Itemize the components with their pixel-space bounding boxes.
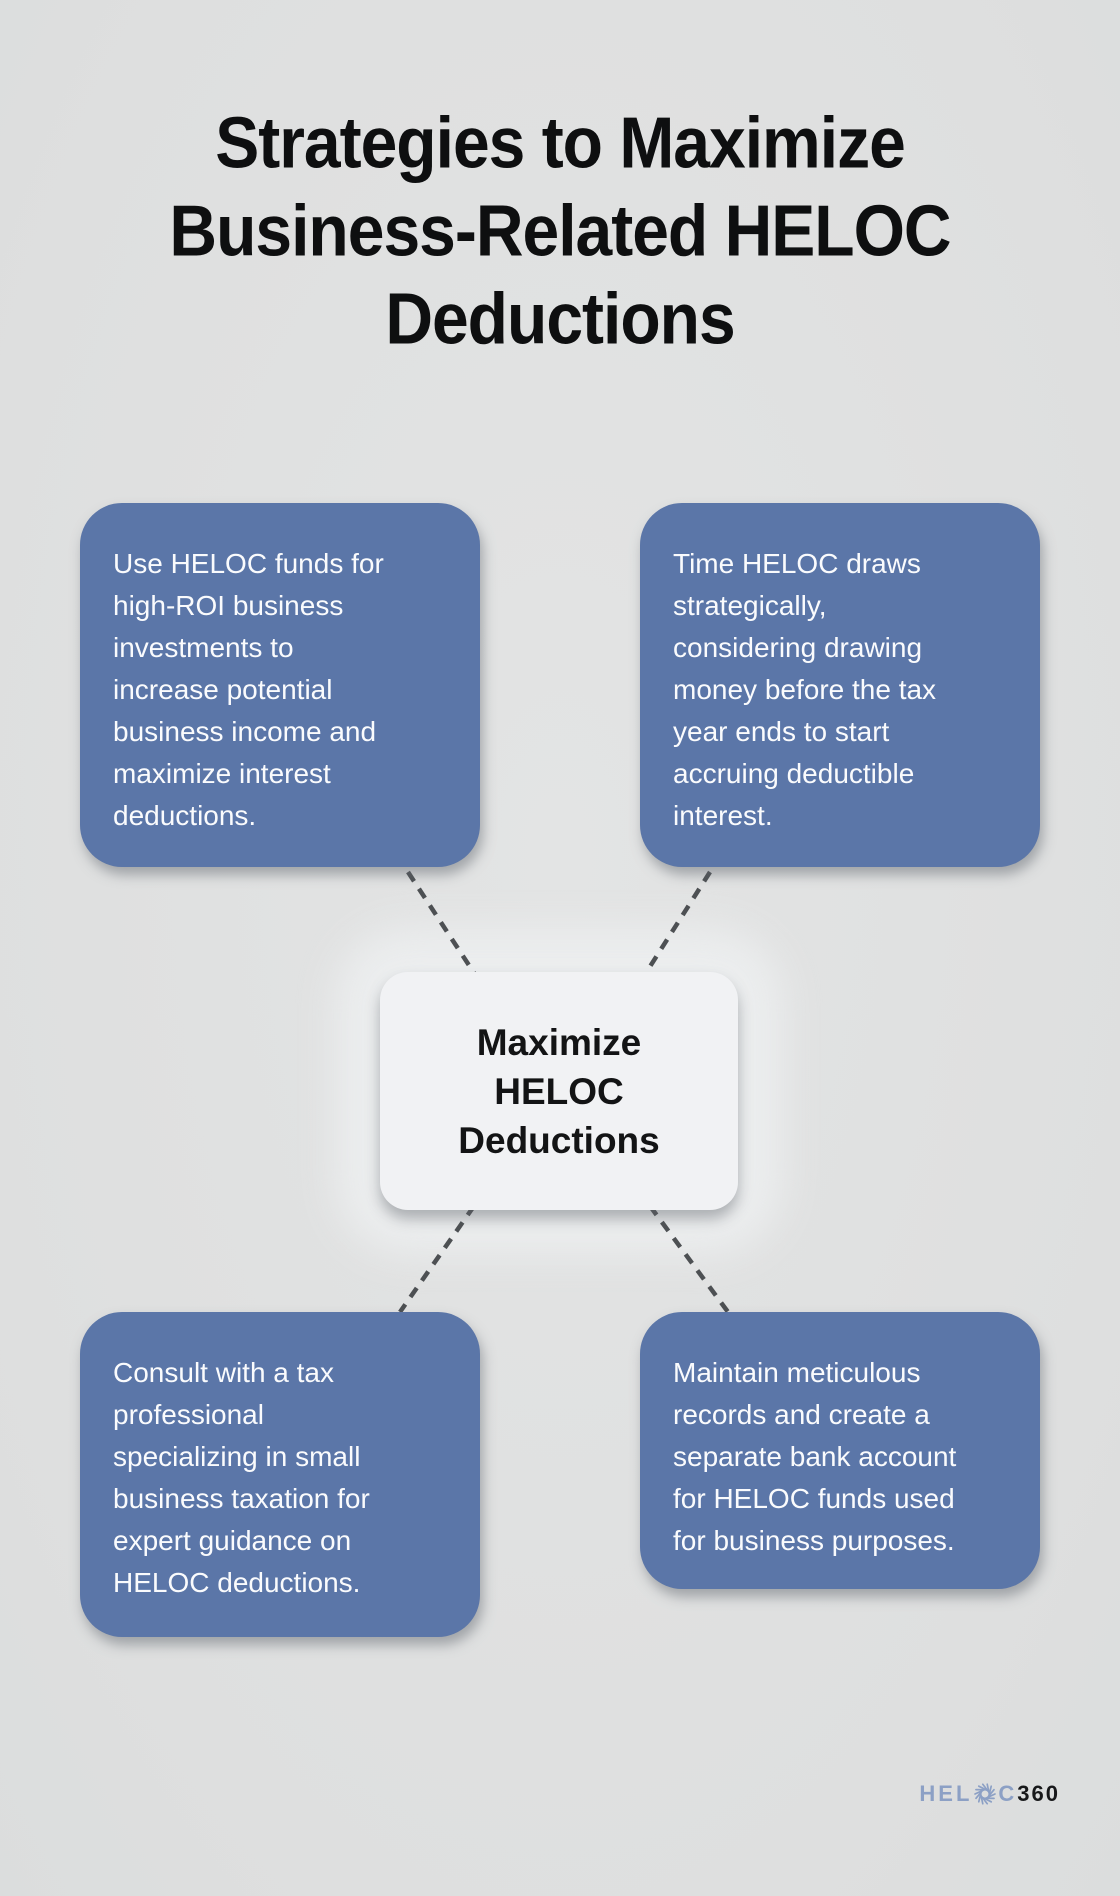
strategy-card-top-left: Use HELOC funds for high-ROI business in… bbox=[80, 503, 480, 867]
connector-top-right bbox=[642, 870, 712, 978]
connector-bottom-right bbox=[648, 1204, 730, 1314]
logo-text-360: 360 bbox=[1017, 1781, 1060, 1806]
connector-top-left bbox=[406, 870, 478, 978]
logo-text-c: C bbox=[998, 1781, 1018, 1806]
page-title: Strategies to Maximize Business-Related … bbox=[169, 101, 951, 359]
strategy-card-top-right: Time HELOC draws strategically, consider… bbox=[640, 503, 1040, 867]
strategy-card-bottom-right-text: Maintain meticulous records and create a… bbox=[673, 1357, 957, 1556]
strategy-card-top-right-text: Time HELOC draws strategically, consider… bbox=[673, 548, 937, 831]
strategy-card-top-left-text: Use HELOC funds for high-ROI business in… bbox=[113, 548, 384, 831]
logo-swirl-o-icon bbox=[974, 1783, 997, 1805]
connector-bottom-left bbox=[398, 1204, 476, 1314]
center-node-text: Maximize HELOC Deductions bbox=[458, 1021, 660, 1161]
logo-text-hel: HEL bbox=[919, 1781, 973, 1806]
strategy-card-bottom-right: Maintain meticulous records and create a… bbox=[640, 1312, 1040, 1589]
center-node: Maximize HELOC Deductions bbox=[380, 972, 738, 1210]
strategy-card-bottom-left-text: Consult with a tax professional speciali… bbox=[113, 1357, 370, 1598]
heloc360-logo: HEL C 360 bbox=[919, 1781, 1060, 1807]
strategy-card-bottom-left: Consult with a tax professional speciali… bbox=[80, 1312, 480, 1637]
